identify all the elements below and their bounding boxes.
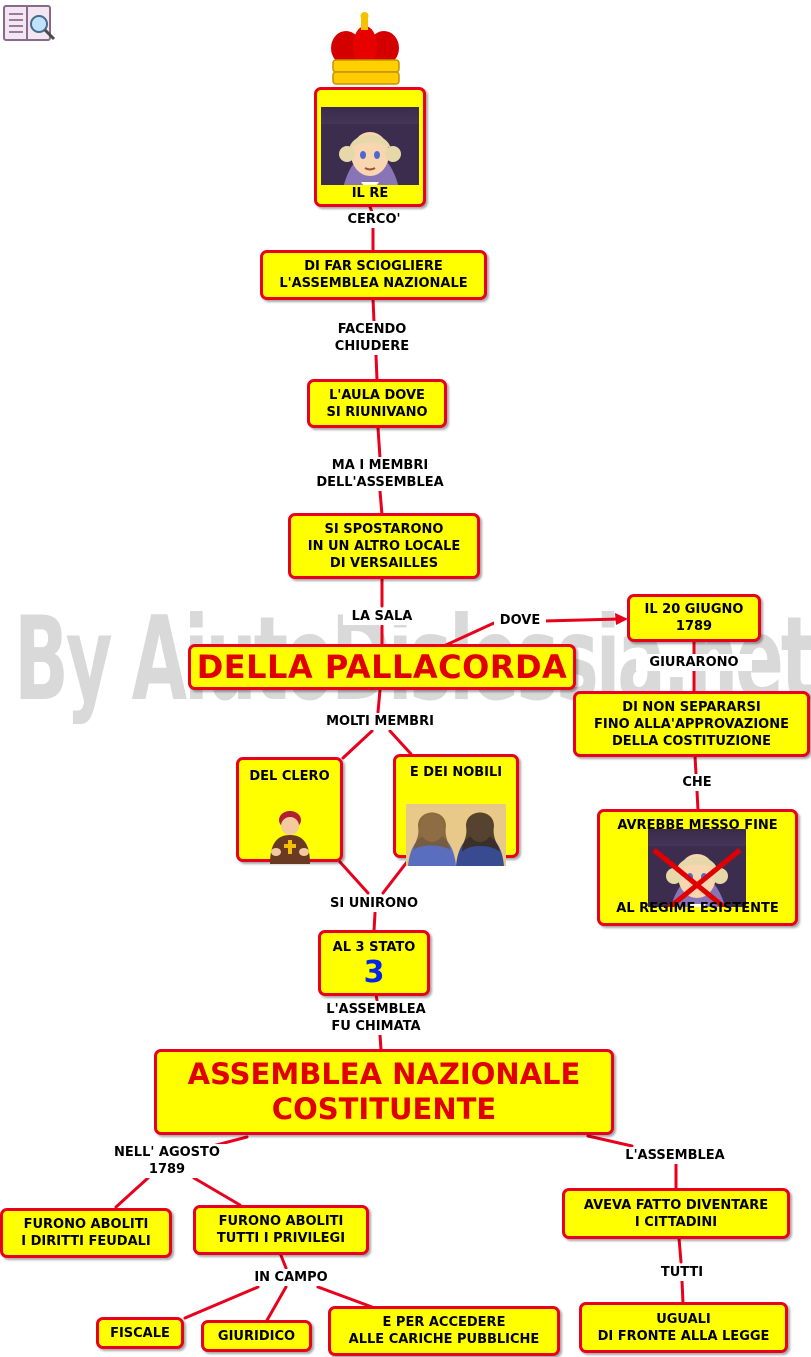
end-regime-top-label: AVREBBE MESSO FINE [617,818,778,833]
link-joined: SI UNIRONO [318,895,430,912]
clergy-label: DEL CLERO [249,769,330,784]
connector-august-privileges [192,1176,242,1207]
connector-members-moved [378,489,384,517]
arrowhead-icon [615,613,628,625]
judicial-node[interactable]: GIURIDICO [201,1320,312,1352]
connector-pallacorda-many [376,688,382,714]
crossed-king-portrait [648,829,746,907]
connector-clergy-joined [338,860,370,895]
link-in-field: IN CAMPO [240,1269,342,1286]
connector-in-field-offices [316,1285,374,1309]
citizens-node[interactable]: AVEVA FATTO DIVENTARE I CITTADINI [562,1188,790,1239]
connector-citizens-all [677,1236,683,1264]
connector-called-assembly [378,1033,383,1052]
end-regime-node[interactable]: AVREBBE MESSO FINE AL REGIME ESISTENTE [597,809,798,926]
pallacorda-node[interactable]: DELLA PALLACORDA [188,644,576,690]
king-label: IL RE [351,186,389,201]
link-the-assembly: L'ASSEMBLEA [612,1147,738,1164]
assembly-node[interactable]: ASSEMBLEA NAZIONALE COSTITUENTE [154,1049,614,1135]
moved-node[interactable]: SI SPOSTARONO IN UN ALTRO LOCALE DI VERS… [288,513,480,579]
third-estate-label: AL 3 STATO [332,939,416,955]
clergy-node[interactable]: DEL CLERO [236,757,343,864]
link-members: MA I MEMBRI DELL'ASSEMBLEA [305,457,455,491]
clergy-figure [262,791,318,864]
king-portrait [321,107,419,185]
connector-hall-members [376,426,382,460]
oath-node[interactable]: DI NON SEPARARSI FINO ALLA'APPROVAZIONE … [573,691,810,757]
connector-many-nobles [388,729,413,756]
connector-in-field-judicial [264,1285,288,1324]
connector-assembly-the-assembly [586,1134,634,1148]
connector-august-feudal [114,1176,150,1209]
equal-node[interactable]: UGUALI DI FRONTE ALLA LEGGE [579,1302,788,1353]
connector-pallacorda-where [444,621,496,647]
link-called: L'ASSEMBLEA FU CHIMATA [310,1001,442,1035]
link-tried: CERCO' [338,211,410,228]
link-room: LA SALA [343,608,421,625]
hall-node[interactable]: L'AULA DOVE SI RIUNIVANO [307,379,447,428]
connector-joined-third [372,911,377,933]
link-that: CHE [672,774,722,791]
book-icon [1,2,57,44]
connector-many-clergy [341,729,374,760]
privileges-node[interactable]: FURONO ABOLITI TUTTI I PRIVILEGI [193,1205,369,1255]
connector-dissolve-closing [371,297,376,324]
fiscal-node[interactable]: FISCALE [96,1317,184,1349]
june-node[interactable]: IL 20 GIUGNO 1789 [627,594,761,642]
link-many: MOLTI MEMBRI [312,713,448,730]
link-swore: GIURARONO [636,654,752,671]
connector-oath-that [693,754,698,776]
dissolve-node[interactable]: DI FAR SCIOGLIERE L'ASSEMBLEA NAZIONALE [260,250,487,300]
connector-closing-hall [374,353,379,382]
connector-privileges-in-field [278,1251,288,1270]
nobles-label: E DEI NOBILI [409,765,503,780]
connector-in-field-fiscal [183,1285,260,1320]
link-august: NELL' AGOSTO 1789 [106,1144,228,1178]
link-all: TUTTI [650,1264,714,1281]
nobles-node[interactable]: E DEI NOBILI [393,754,519,866]
link-where: DOVE [494,612,546,629]
connector-that-end [695,789,700,812]
connector-where-june [542,617,622,623]
third-estate-number: 3 [363,954,385,990]
king-node[interactable]: IL RE [314,87,426,207]
connector-nobles-joined [381,856,412,895]
feudal-node[interactable]: FURONO ABOLITI I DIRITTI FEUDALI [0,1208,172,1258]
crown-icon [328,10,404,86]
end-regime-bottom-label: AL REGIME ESISTENTE [616,901,779,916]
connector-all-equal [680,1279,685,1305]
third-estate-node[interactable]: AL 3 STATO 3 [318,930,430,996]
link-closing: FACENDO CHIUDERE [322,321,422,355]
nobles-portrait [406,787,506,866]
offices-node[interactable]: E PER ACCEDERE ALLE CARICHE PUBBLICHE [328,1306,560,1356]
